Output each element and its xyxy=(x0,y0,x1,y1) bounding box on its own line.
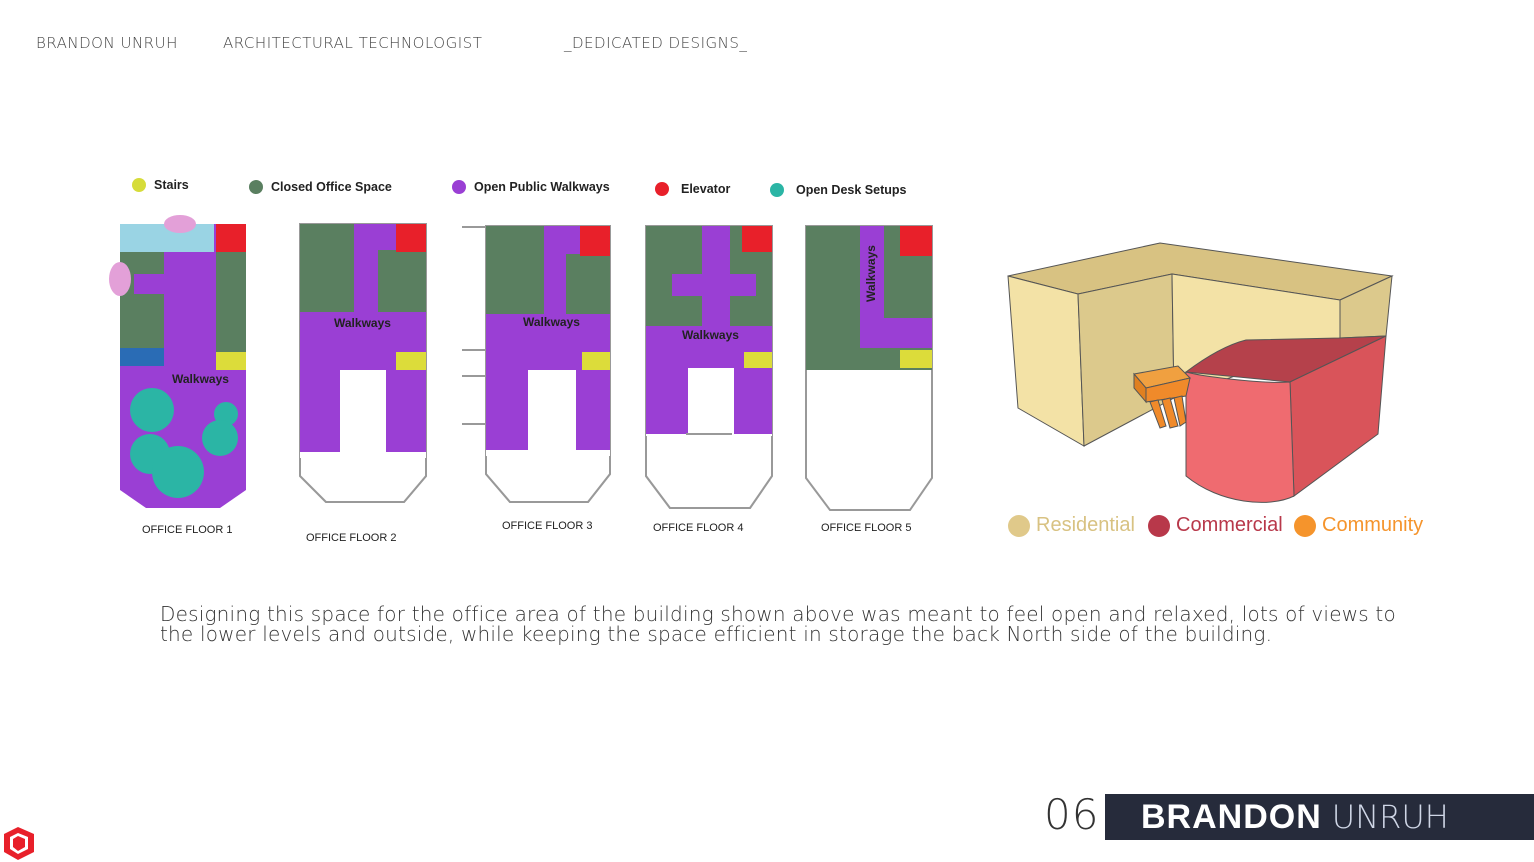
legend-label: Elevator xyxy=(681,182,731,196)
legend-item-desks: Open Desk Setups xyxy=(770,183,906,197)
floor-label-3: OFFICE FLOOR 3 xyxy=(502,520,593,532)
floor-plan-4: Walkways xyxy=(645,225,773,509)
walkway-label: Walkways xyxy=(334,316,391,330)
legend-item-elevator: Elevator xyxy=(655,182,730,196)
floor-label-4: OFFICE FLOOR 4 xyxy=(653,522,744,534)
floor-plan-3: Walkways xyxy=(462,225,611,503)
banner-last-name: UNRUH xyxy=(1331,798,1449,836)
description-text: Designing this space for the office area… xyxy=(160,602,1396,646)
walkway-label: Walkways xyxy=(523,315,580,329)
walkway-label: Walkways xyxy=(682,328,739,342)
legend-dot-walkways xyxy=(452,180,466,194)
banner-first-name: BRANDON xyxy=(1141,797,1322,836)
floor-label-5: OFFICE FLOOR 5 xyxy=(821,522,912,534)
header-role: ARCHITECTURAL TECHNOLOGIST xyxy=(223,34,483,52)
walkway-label: Walkways xyxy=(172,372,229,386)
legend-dot-commercial xyxy=(1148,514,1170,537)
floor-plan-5: Walkways xyxy=(805,225,933,511)
legend-label: Residential xyxy=(1036,514,1135,536)
building-massing-diagram xyxy=(1007,242,1394,503)
header-tagline: _DEDICATED DESIGNS_ xyxy=(564,34,748,52)
legend-label: Community xyxy=(1322,514,1424,536)
building-legend-residential: Residential xyxy=(1008,514,1135,537)
building-legend-commercial: Commercial xyxy=(1148,514,1283,537)
legend-item-office: Closed Office Space xyxy=(249,180,392,194)
legend-label: Open Public Walkways xyxy=(474,180,610,194)
legend-dot-office xyxy=(249,180,263,194)
floor-label-2: OFFICE FLOOR 2 xyxy=(306,532,397,544)
legend-dot-elevator xyxy=(655,182,669,196)
legend-label: Stairs xyxy=(154,178,189,192)
legend-dot-community xyxy=(1294,514,1316,537)
walkway-label: Walkways xyxy=(864,245,878,302)
header-name: BRANDON UNRUH xyxy=(36,34,178,52)
legend-dot-stairs xyxy=(132,178,146,192)
legend-label: Closed Office Space xyxy=(271,180,392,194)
legend-label: Commercial xyxy=(1176,514,1283,536)
name-banner: BRANDON UNRUH xyxy=(1105,794,1534,840)
sketchup-logo-icon xyxy=(4,827,34,860)
floor-plan-2: Walkways xyxy=(299,223,427,503)
legend-item-stairs: Stairs xyxy=(132,178,189,192)
legend-label: Open Desk Setups xyxy=(796,183,907,197)
floor-label-1: OFFICE FLOOR 1 xyxy=(142,524,233,536)
building-legend-community: Community xyxy=(1294,514,1423,537)
page-number: 06 xyxy=(1044,790,1100,839)
legend-dot-residential xyxy=(1008,514,1030,537)
legend-dot-desks xyxy=(770,183,784,197)
legend-item-walkways: Open Public Walkways xyxy=(452,180,610,194)
floor-plan-1: Walkways xyxy=(109,215,246,508)
